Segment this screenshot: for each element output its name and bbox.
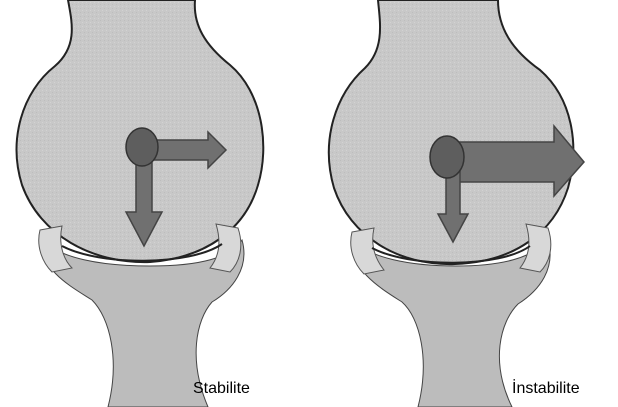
contact-point-ball	[126, 128, 158, 166]
caption-stability: Stabilite	[193, 380, 250, 398]
contact-point-ball	[430, 136, 464, 178]
caption-instability: İnstabilite	[512, 380, 580, 398]
panel-stability	[17, 0, 264, 407]
panel-instability	[329, 0, 584, 407]
